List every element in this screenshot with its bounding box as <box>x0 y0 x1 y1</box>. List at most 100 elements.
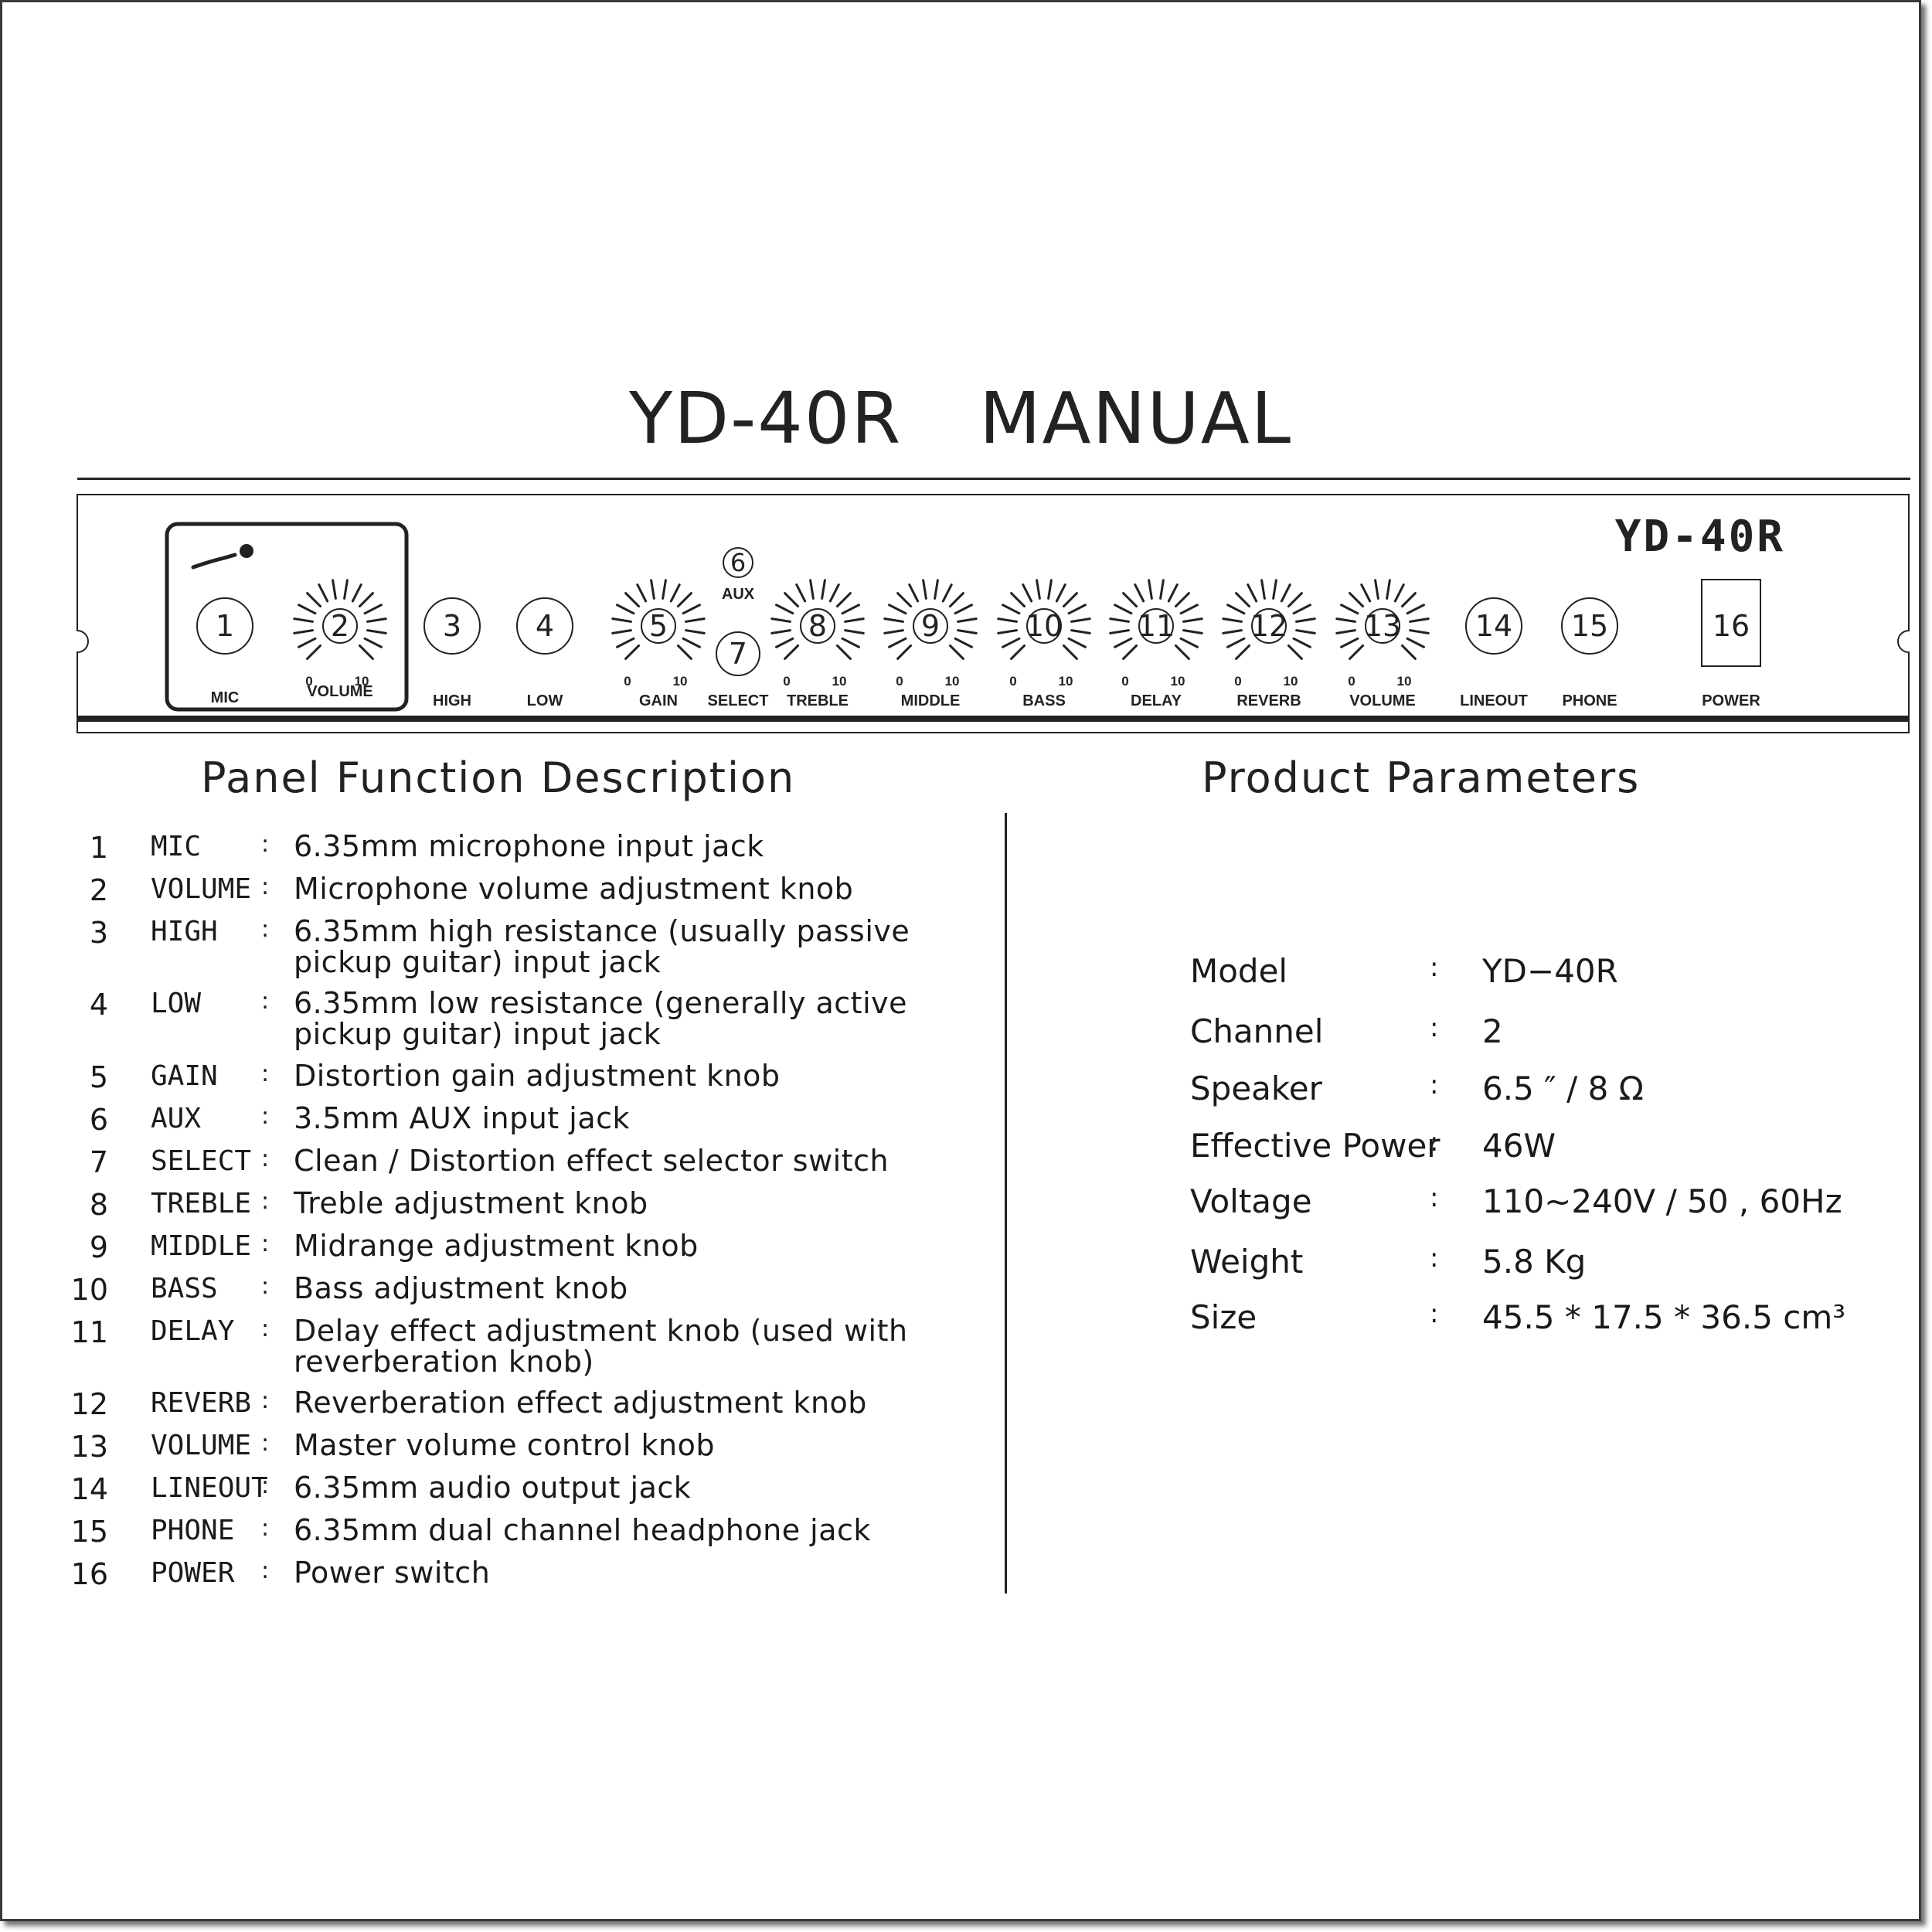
knob-tick <box>1360 583 1372 603</box>
function-colon: : <box>261 1515 270 1542</box>
jack-socket <box>1561 597 1618 655</box>
function-number: 9 <box>89 1230 108 1264</box>
knob-tick <box>306 644 322 660</box>
knob-scale-min: 0 <box>1234 674 1242 689</box>
function-number: 13 <box>70 1430 108 1464</box>
function-colon: : <box>261 916 270 943</box>
knob-tick <box>1148 579 1153 600</box>
knob-tick <box>1062 592 1078 608</box>
function-colon: : <box>261 1430 270 1457</box>
knob-tick <box>1134 583 1145 603</box>
function-name: VOLUME <box>151 1430 252 1461</box>
knob-tick <box>1182 617 1203 623</box>
jack-socket <box>196 597 253 655</box>
function-description: Power switch <box>294 1556 491 1590</box>
control-number: 16 <box>1712 609 1750 643</box>
parameter-value: 45.5 * 17.5 * 36.5 cm³ <box>1482 1298 1846 1336</box>
knob-tick <box>293 629 314 634</box>
function-name: GAIN <box>151 1060 218 1092</box>
knob-tick <box>1109 617 1130 623</box>
knob-scale-max: 10 <box>944 674 960 689</box>
function-description: Bass adjustment knob <box>294 1271 628 1305</box>
microphone-icon <box>191 544 253 570</box>
knob-tick <box>1335 617 1356 623</box>
knob-tick <box>685 629 706 634</box>
control-number: 5 <box>648 609 668 643</box>
knob-tick <box>1010 592 1026 608</box>
parameter-label: Speaker <box>1190 1070 1322 1107</box>
function-number: 6 <box>89 1103 108 1137</box>
knob-scale-min: 0 <box>896 674 903 689</box>
title-word: MANUAL <box>979 377 1292 460</box>
function-name: HIGH <box>151 916 218 947</box>
function-description: Treble adjustment knob <box>294 1186 648 1220</box>
knob-tick <box>1002 637 1021 648</box>
parameter-value: YD−40R <box>1482 952 1618 990</box>
knob-tick <box>1010 644 1026 660</box>
knob-tick <box>1114 637 1133 648</box>
parameter-label: Effective Power <box>1190 1127 1440 1165</box>
knob-tick <box>883 629 904 634</box>
function-colon: : <box>261 1060 270 1087</box>
knob-scale-max: 10 <box>1283 674 1298 689</box>
knob-tick <box>624 592 641 608</box>
control-number: 3 <box>442 609 462 643</box>
knob-tick <box>883 617 904 623</box>
knob-cap <box>913 608 948 644</box>
knob-tick <box>1070 629 1091 634</box>
aux-jack-socket <box>723 547 753 578</box>
control-label: LOW <box>526 692 563 709</box>
control-number: 7 <box>728 637 748 671</box>
panel-brand: YD-40R <box>1614 512 1785 562</box>
function-name: PHONE <box>151 1515 235 1546</box>
function-number: 1 <box>89 831 108 865</box>
parameter-label: Model <box>1190 952 1288 990</box>
control-label: SELECT <box>707 692 769 709</box>
knob-scale-max: 10 <box>1170 674 1185 689</box>
function-number: 15 <box>70 1515 108 1549</box>
knob-tick <box>795 583 807 603</box>
panel-outline <box>77 494 1910 733</box>
knob-tick <box>682 637 701 648</box>
knob-tick <box>366 617 387 623</box>
control-label: PHONE <box>1562 692 1617 709</box>
knob-tick <box>363 637 383 648</box>
control-number: 6 <box>730 548 747 577</box>
knob-tick <box>363 604 383 615</box>
knob-tick <box>841 637 860 648</box>
knob-tick <box>332 579 337 600</box>
function-name: VOLUME <box>151 873 252 905</box>
knob-tick <box>1174 644 1190 660</box>
function-number: 10 <box>70 1273 108 1307</box>
function-colon: : <box>261 1103 270 1130</box>
knob-tick <box>1349 644 1365 660</box>
knob-tick <box>1409 617 1430 623</box>
knob-tick <box>1222 629 1243 634</box>
knob-scale-min: 0 <box>624 674 631 689</box>
function-description: Microphone volume adjustment knob <box>294 872 854 906</box>
knob-cap <box>1138 608 1174 644</box>
knob-tick <box>636 583 648 603</box>
function-colon: : <box>261 1315 270 1342</box>
control-number: 1 <box>215 609 235 643</box>
power-switch-rocker <box>1701 579 1761 667</box>
parameter-colon: : <box>1430 1012 1439 1043</box>
control-number: 10 <box>1025 609 1063 643</box>
knob-tick <box>1174 592 1190 608</box>
knob-tick <box>821 579 826 600</box>
knob-tick <box>1002 604 1021 615</box>
knob-tick <box>682 604 701 615</box>
knob-tick <box>954 604 973 615</box>
knob-tick <box>1067 637 1087 648</box>
knob-tick <box>1182 629 1203 634</box>
function-description: 6.35mm low resistance (generally active … <box>294 986 908 1051</box>
knob-tick <box>1349 592 1365 608</box>
parameter-colon: : <box>1430 952 1439 983</box>
knob-tick <box>809 579 815 600</box>
parameter-value: 5.8 Kg <box>1482 1243 1587 1281</box>
knob-tick <box>1400 592 1417 608</box>
function-colon: : <box>261 1557 270 1584</box>
knob-cap <box>1365 608 1400 644</box>
knob-tick <box>298 604 317 615</box>
